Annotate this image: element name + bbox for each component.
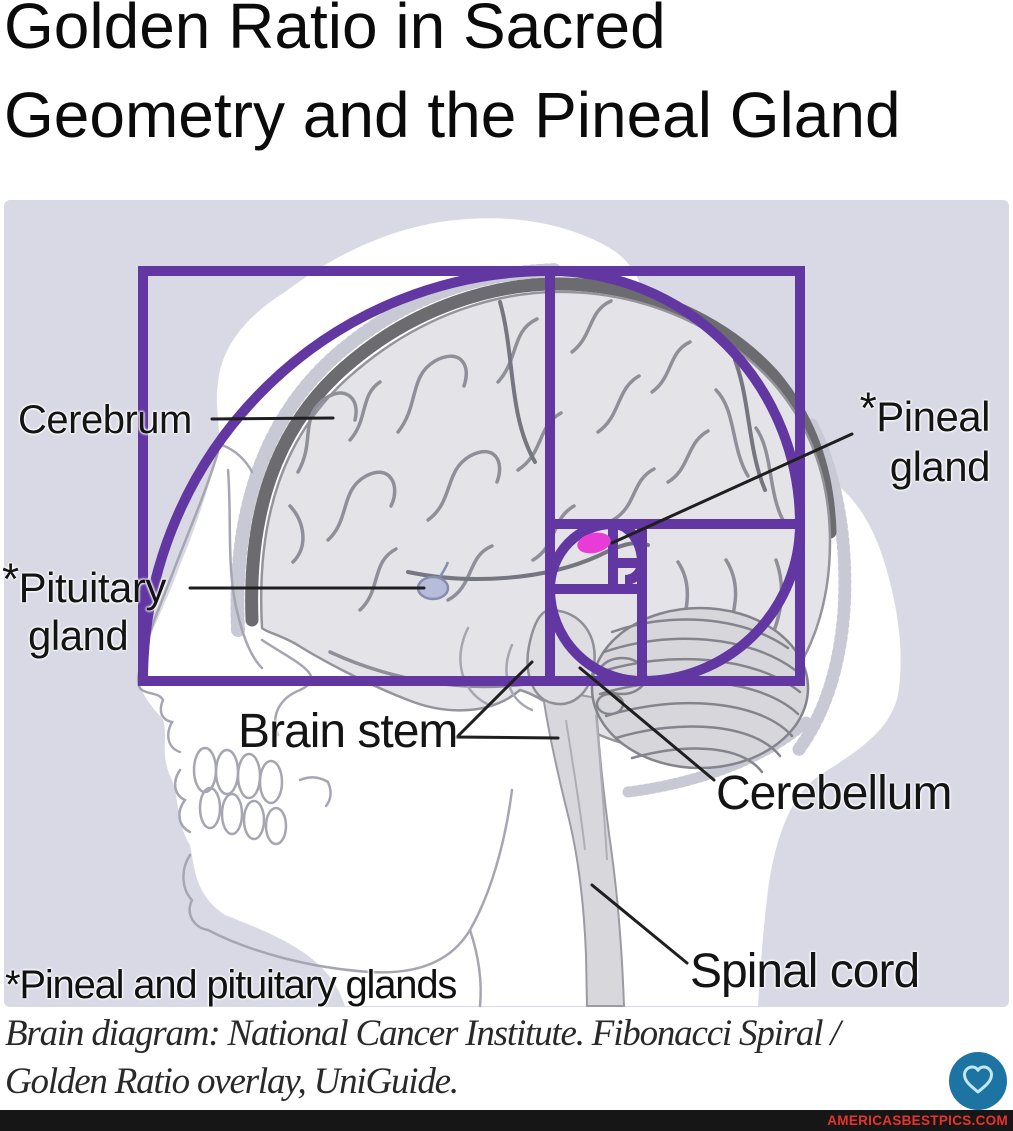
pineal-pointer-line	[610, 432, 854, 545]
label-pineal-gland: *Pineal gland	[859, 384, 991, 490]
label-pituitary-gland: *Pituitary gland	[2, 555, 166, 659]
heart-outline-icon	[963, 1065, 993, 1094]
fibonacci-spiral	[138, 265, 806, 687]
like-button-circle[interactable]	[949, 1052, 1007, 1110]
brainstem-pointer-line	[453, 660, 560, 740]
page-title: Golden Ratio in Sacred Geometry and the …	[4, 0, 901, 160]
site-watermark: AMERICASBESTPICS.COM	[827, 1113, 1008, 1128]
pineal-gland-dot	[577, 532, 611, 554]
title-line-1: Golden Ratio in Sacred	[4, 0, 666, 62]
title-line-2: Geometry and the Pineal Gland	[4, 79, 901, 151]
label-cerebrum: Cerebrum	[18, 398, 192, 442]
pineal-asterisk: *	[859, 384, 877, 434]
spinalcord-pointer-line	[590, 883, 689, 965]
spinal-cord-striations	[565, 714, 608, 861]
footnote-pineal-pituitary: *Pineal and pituitary glands	[5, 963, 457, 1007]
face-sketch-lines	[136, 443, 534, 1008]
cerebrum-pointer-line	[210, 416, 335, 421]
watermark-bar: AMERICASBESTPICS.COM	[0, 1110, 1013, 1131]
label-brain-stem: Brain stem	[238, 705, 458, 758]
brain-gyri-lines	[288, 299, 786, 689]
golden-ratio-overlay	[138, 265, 806, 687]
image-credit-caption: Brain diagram: National Cancer Institute…	[5, 1010, 841, 1106]
dura-band	[245, 277, 837, 627]
caption-line-1: Brain diagram: National Cancer Institute…	[5, 1013, 841, 1054]
label-spinal-cord: Spinal cord	[690, 945, 920, 998]
caption-line-2: Golden Ratio overlay, UniGuide.	[5, 1061, 459, 1102]
label-cerebellum: Cerebellum	[716, 767, 952, 820]
cerebellum-pointer-line	[578, 666, 716, 782]
label-pointer-lines	[188, 416, 854, 965]
spinal-cord-shape	[540, 686, 626, 1007]
pituitary-asterisk: *	[2, 555, 19, 605]
like-button[interactable]	[948, 1051, 1008, 1111]
